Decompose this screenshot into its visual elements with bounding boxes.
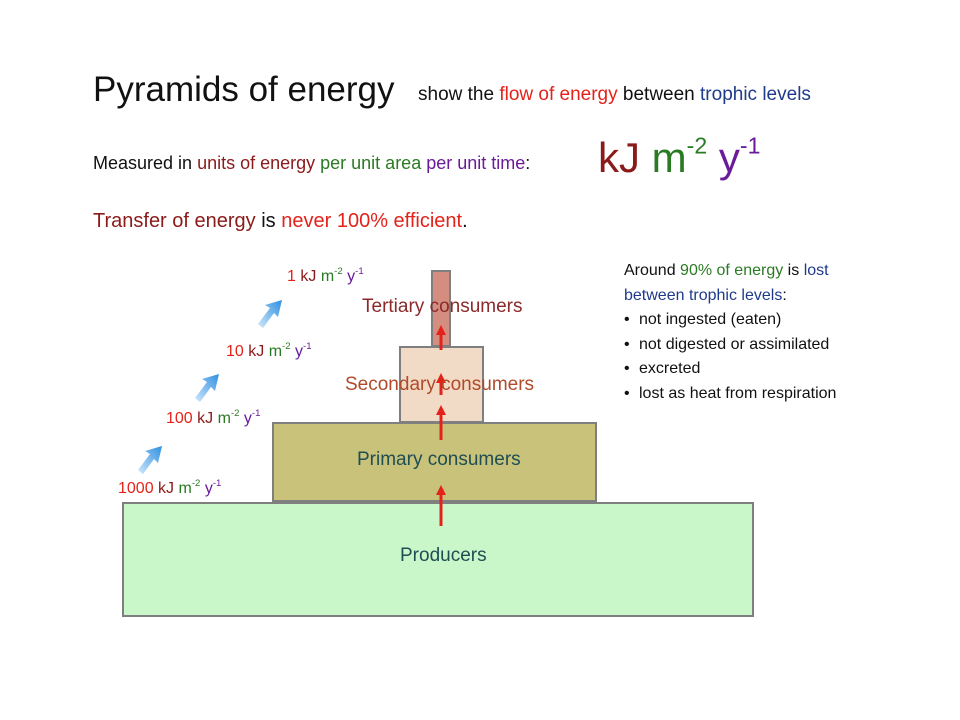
blue-arrow-2	[195, 374, 219, 402]
subtitle-flow: flow of energy	[499, 84, 618, 105]
list-item: excreted	[624, 357, 836, 382]
unit-y: y-1	[718, 132, 761, 181]
level-producers	[122, 502, 754, 617]
subtitle: show the flow of energy between trophic …	[418, 84, 811, 106]
label-tertiary-consumers: Tertiary consumers	[362, 296, 523, 317]
loss-list: not ingested (eaten) not digested or ass…	[624, 308, 836, 406]
blue-arrow-1	[138, 446, 162, 474]
subtitle-part: between	[617, 84, 701, 105]
list-item: not digested or assimilated	[624, 333, 836, 358]
energy-value-tertiary: 1 kJ m-2 y-1	[287, 265, 364, 285]
level-primary-consumers	[272, 422, 597, 502]
measured-line: Measured in units of energy per unit are…	[93, 153, 530, 174]
energy-loss-notes: Around 90% of energy is lost between tro…	[624, 259, 836, 406]
big-unit: kJ m-2 y-1	[598, 134, 760, 182]
transfer-period: .	[462, 210, 468, 232]
label-producers: Producers	[400, 545, 487, 566]
transfer-line: Transfer of energy is never 100% efficie…	[93, 210, 468, 233]
measured-text: Measured in	[93, 153, 198, 173]
subtitle-part: show the	[418, 84, 500, 105]
label-primary-consumers: Primary consumers	[357, 449, 521, 470]
transfer-subject: Transfer of energy	[93, 210, 256, 232]
list-item: not ingested (eaten)	[624, 308, 836, 333]
transfer-is: is	[255, 210, 282, 232]
unit-m: m-2	[651, 132, 708, 181]
unit-kj: kJ	[598, 134, 640, 181]
energy-value-secondary: 10 kJ m-2 y-1	[226, 340, 312, 360]
energy-value-primary: 100 kJ m-2 y-1	[166, 407, 261, 427]
blue-arrow-3	[258, 300, 282, 328]
unit-y-exp: -1	[739, 132, 761, 159]
label-secondary-consumers: Secondary consumers	[345, 374, 535, 395]
measured-area: per unit area	[315, 153, 422, 173]
transfer-efficiency: never 100% efficient	[281, 210, 463, 232]
side-line-1: Around 90% of energy is lost	[624, 262, 829, 279]
measured-time: per unit time	[421, 153, 526, 173]
list-item: lost as heat from respiration	[624, 382, 836, 407]
measured-colon: :	[525, 153, 531, 173]
measured-energy: units of energy	[197, 153, 316, 173]
subtitle-trophic: trophic levels	[700, 84, 811, 105]
unit-m-exp: -2	[686, 132, 708, 159]
side-line-2: between trophic levels:	[624, 286, 787, 304]
energy-value-producers: 1000 kJ m-2 y-1	[118, 477, 222, 497]
page-title: Pyramids of energy	[93, 70, 395, 109]
